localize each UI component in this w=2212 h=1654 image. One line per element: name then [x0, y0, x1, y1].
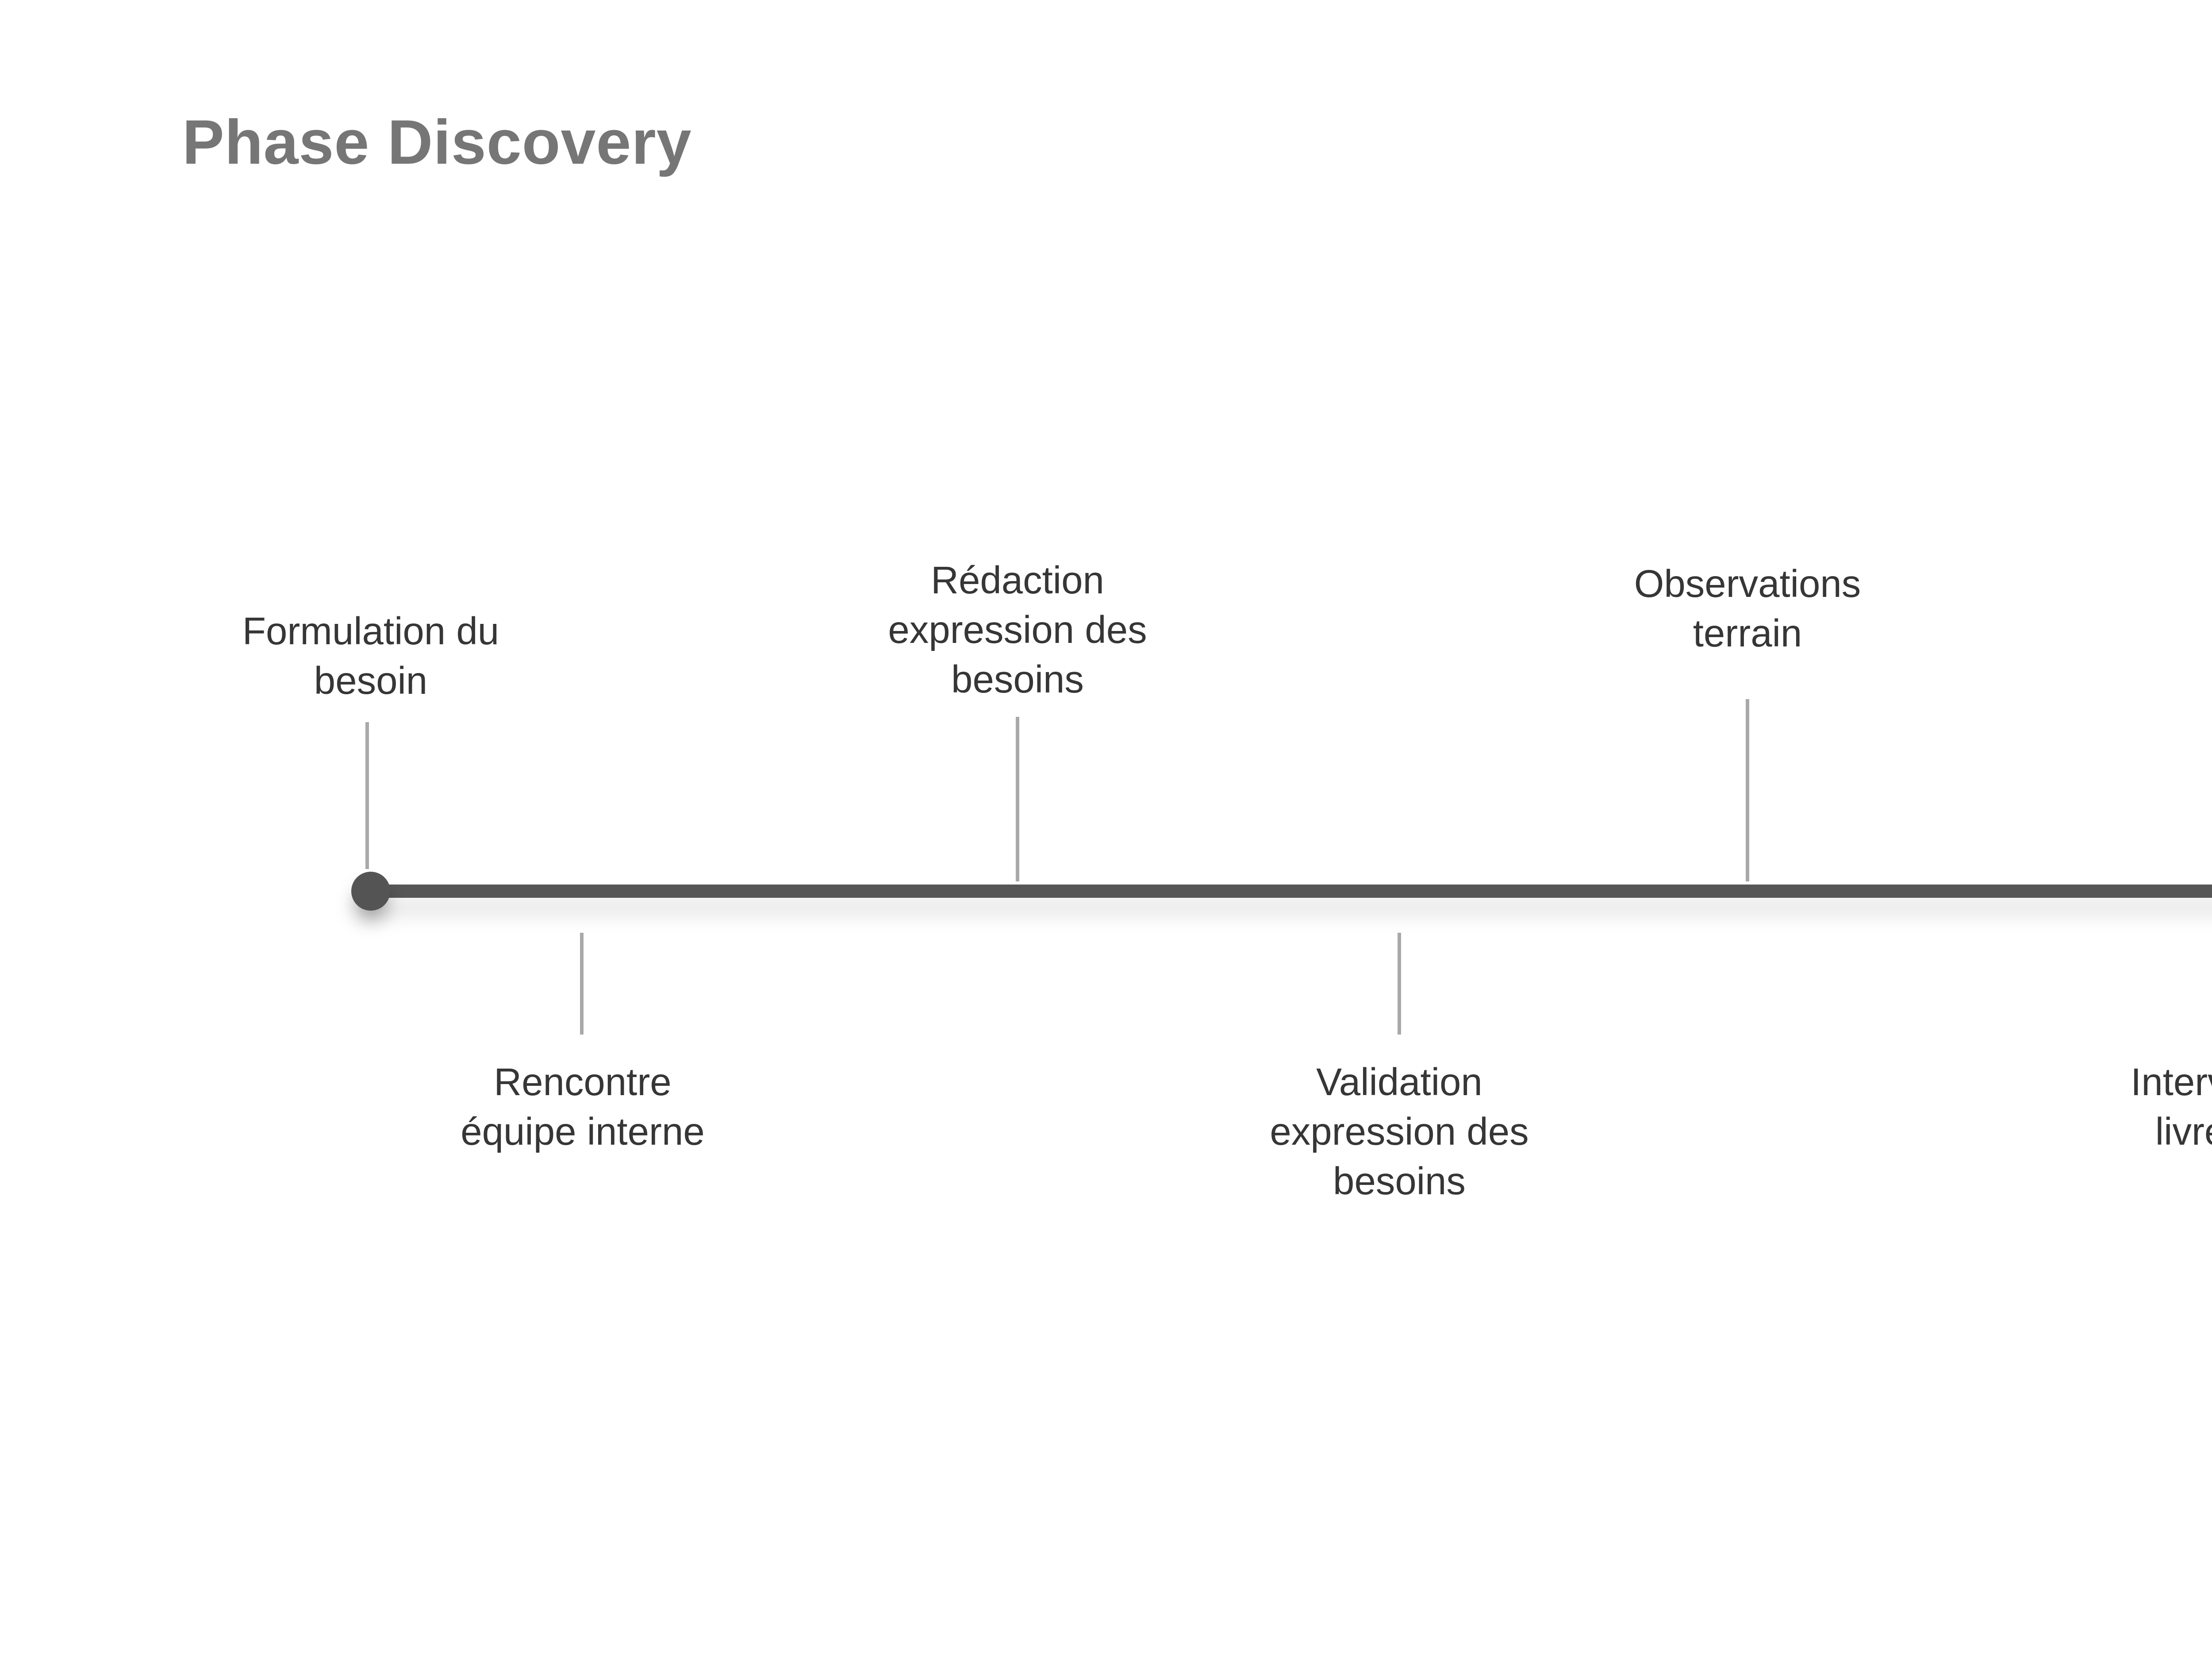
- milestone-connector-observations-terrain: [1746, 699, 1749, 881]
- milestone-label-interviews-livreurs: Interviews livreurs: [2131, 1061, 2212, 1153]
- milestone-connector-validation-expression-des-besoins: [1398, 933, 1401, 1035]
- milestone-label-validation-expression-des-besoins: Validation expression des besoins: [1270, 1061, 1529, 1203]
- timeline-start-dot: [351, 872, 390, 911]
- milestone-label-rencontre-equipe-interne: Rencontre équipe interne: [461, 1061, 705, 1153]
- milestone-label-formulation-du-besoin: Formulation du besoin: [242, 610, 499, 702]
- milestone-connector-redaction-expression-des-besoins: [1016, 717, 1019, 881]
- milestone-label-redaction-expression-des-besoins: Rédaction expression des besoins: [888, 559, 1147, 701]
- milestone-connector-rencontre-equipe-interne: [580, 933, 584, 1035]
- milestone-label-observations-terrain: Observations terrain: [1634, 562, 1861, 655]
- timeline-bar: [371, 885, 2212, 898]
- milestone-connector-formulation-du-besoin: [365, 722, 369, 869]
- page-title: Phase Discovery: [182, 107, 692, 177]
